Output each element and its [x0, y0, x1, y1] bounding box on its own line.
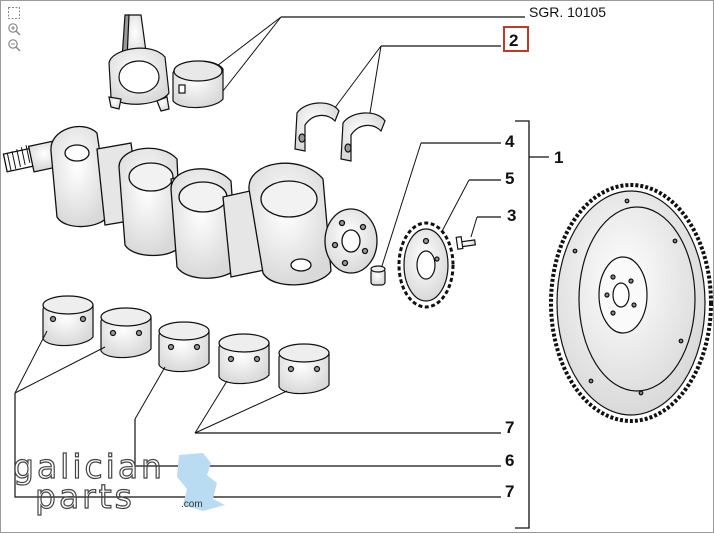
zoom-in-icon[interactable]: [7, 22, 21, 36]
leader-line: [330, 45, 382, 114]
connecting-rod[interactable]: [108, 14, 170, 112]
crankshaft[interactable]: [2, 125, 378, 286]
leader-line: [14, 346, 106, 394]
callout-2-highlight[interactable]: [503, 26, 529, 52]
reference-code: SGR. 10105: [529, 4, 606, 20]
pilot-bushing[interactable]: [370, 265, 386, 286]
main-bearing-shell[interactable]: [100, 307, 152, 359]
zoom-toolbar: [7, 6, 23, 54]
main-bearing-shell[interactable]: [158, 321, 210, 373]
fit-window-icon[interactable]: [7, 6, 21, 20]
leader-line: [438, 179, 470, 238]
leader-line: [218, 16, 282, 97]
leader-line: [14, 330, 48, 394]
zoom-out-icon[interactable]: [7, 38, 21, 52]
logo-suffix: .com: [181, 499, 203, 510]
thrust-washer[interactable]: [340, 112, 386, 162]
callout-7-upper[interactable]: 7: [505, 418, 514, 437]
callout-1[interactable]: 1: [554, 148, 563, 167]
leader-line: [212, 16, 282, 70]
thrust-washer[interactable]: [294, 102, 340, 152]
callout-7-lower[interactable]: 7: [505, 482, 514, 501]
leader-line: [194, 380, 228, 434]
main-bearing-shell[interactable]: [278, 343, 330, 395]
main-bearing-shell[interactable]: [42, 295, 94, 347]
logo-line-2: parts: [34, 477, 135, 516]
callout-4[interactable]: 4: [505, 132, 515, 151]
flywheel[interactable]: [549, 183, 713, 423]
main-bearing-shell[interactable]: [218, 333, 270, 385]
leader-line: [134, 419, 501, 467]
galicianparts-logo: galician parts .com: [12, 447, 225, 519]
logo-map-shape: [177, 453, 225, 511]
timing-gear[interactable]: [397, 221, 455, 309]
logo-line-1: galician: [12, 447, 165, 486]
callout-1-bracket: [515, 120, 530, 529]
leader-line: [368, 45, 382, 120]
leader-line: [380, 142, 422, 270]
leader-line: [470, 216, 478, 238]
callout-6[interactable]: 6: [505, 451, 514, 470]
callout-3[interactable]: 3: [507, 206, 516, 225]
flywheel-bolt[interactable]: [455, 235, 477, 250]
callout-5[interactable]: 5: [505, 169, 514, 188]
rod-bearing-shell[interactable]: [172, 60, 224, 109]
leader-line: [14, 393, 501, 498]
callout-2[interactable]: 2: [509, 31, 518, 50]
leader-line: [134, 366, 166, 420]
leader-line: [194, 390, 288, 434]
